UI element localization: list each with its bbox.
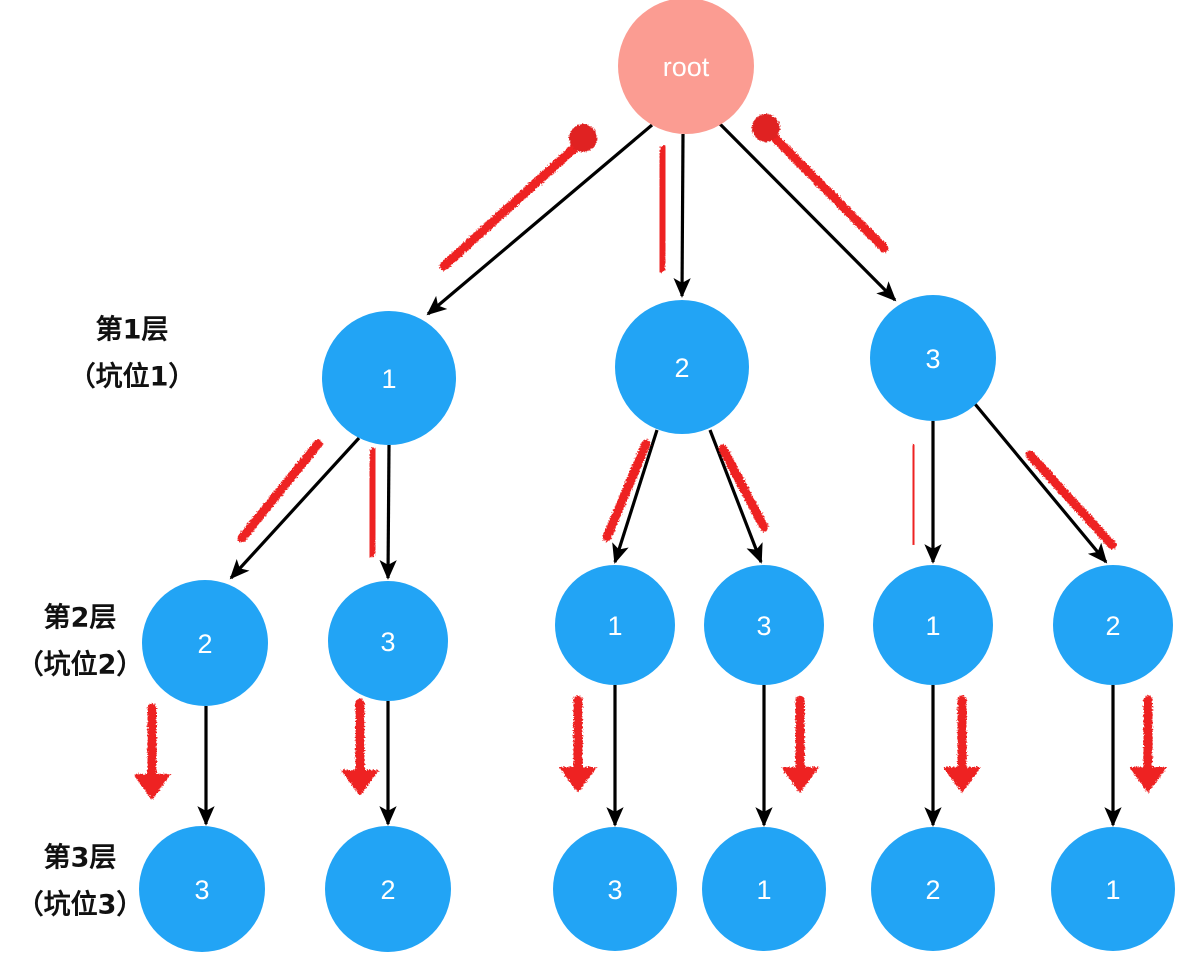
red-annotation-stroke-with-blob bbox=[439, 124, 597, 271]
red-annotation-arrow bbox=[341, 698, 379, 796]
node-circle bbox=[322, 311, 456, 445]
tier-label-line1: 第2层 bbox=[44, 602, 117, 634]
tree-node[interactable]: 3 bbox=[704, 565, 824, 685]
node-label: 2 bbox=[197, 629, 212, 659]
node-circle bbox=[328, 581, 448, 701]
root-node[interactable]: root bbox=[618, 0, 754, 134]
red-annotation-stroke bbox=[602, 439, 651, 542]
node-label: 3 bbox=[925, 344, 940, 374]
red-annotation-stroke-with-blob bbox=[752, 114, 889, 253]
tree-node[interactable]: 3 bbox=[139, 826, 265, 952]
red-annotation-arrow bbox=[943, 695, 981, 793]
tree-node[interactable]: 3 bbox=[328, 581, 448, 701]
node-label: 2 bbox=[1105, 611, 1120, 641]
edges-group bbox=[197, 122, 1122, 827]
red-annotation-arrow bbox=[133, 703, 171, 800]
tree-edge bbox=[718, 122, 897, 302]
node-label: 2 bbox=[674, 353, 689, 383]
red-annotation-arrow bbox=[559, 695, 597, 793]
tree-node[interactable]: 1 bbox=[322, 311, 456, 445]
node-circle bbox=[1053, 565, 1173, 685]
tier-label-line1: 第3层 bbox=[44, 842, 117, 874]
node-circle bbox=[873, 565, 993, 685]
tree-node[interactable]: 3 bbox=[553, 827, 677, 951]
node-label: 1 bbox=[381, 364, 396, 394]
red-annotation-stroke bbox=[1025, 450, 1117, 550]
red-annotation-stroke bbox=[237, 439, 323, 543]
tier-label-2: 第2层 （坑位2） bbox=[17, 602, 144, 681]
node-label: 3 bbox=[607, 875, 622, 905]
tree-node[interactable]: 1 bbox=[702, 827, 826, 951]
node-label: root bbox=[663, 52, 710, 82]
node-circle bbox=[139, 826, 265, 952]
tree-node[interactable]: 2 bbox=[1053, 565, 1173, 685]
node-label: 3 bbox=[194, 875, 209, 905]
node-circle bbox=[870, 295, 996, 421]
tier-label-line2: （坑位2） bbox=[17, 649, 144, 681]
tree-edge bbox=[973, 402, 1108, 564]
nodes-group: root 1 2 3 2 3 1 3 1 2 3 2 3 1 2 1 bbox=[139, 0, 1175, 952]
tier-label-3: 第3层 （坑位3） bbox=[17, 842, 144, 921]
node-label: 2 bbox=[380, 875, 395, 905]
red-annotation-stroke bbox=[366, 447, 379, 558]
tree-edge bbox=[708, 429, 763, 564]
node-circle bbox=[142, 580, 268, 706]
node-label: 1 bbox=[756, 875, 771, 905]
node-label: 1 bbox=[607, 611, 622, 641]
tier-label-line2: （坑位3） bbox=[17, 889, 144, 921]
node-circle bbox=[615, 300, 749, 434]
node-circle bbox=[1051, 827, 1175, 951]
tree-node[interactable]: 2 bbox=[142, 580, 268, 706]
tree-node[interactable]: 2 bbox=[871, 827, 995, 951]
node-circle bbox=[704, 565, 824, 685]
node-circle bbox=[702, 827, 826, 951]
tree-node[interactable]: 1 bbox=[555, 565, 675, 685]
tree-edge bbox=[426, 123, 654, 316]
node-label: 3 bbox=[756, 611, 771, 641]
tree-node[interactable]: 1 bbox=[873, 565, 993, 685]
node-label: 2 bbox=[925, 875, 940, 905]
red-annotations-group bbox=[133, 114, 1167, 800]
node-circle bbox=[555, 565, 675, 685]
tree-edge bbox=[229, 436, 361, 580]
node-label: 3 bbox=[380, 627, 395, 657]
tier-labels-group: 第1层 （坑位1） 第2层 （坑位2） 第3层 （坑位3） bbox=[17, 314, 196, 921]
root-circle bbox=[618, 0, 754, 134]
red-annotation-arrow bbox=[781, 695, 819, 793]
red-annotation-arrow bbox=[1129, 695, 1167, 793]
tree-node[interactable]: 1 bbox=[1051, 827, 1175, 951]
tree-edge bbox=[379, 444, 397, 580]
red-annotation-stroke bbox=[908, 444, 919, 546]
red-annotation-stroke bbox=[656, 145, 669, 273]
tree-edge bbox=[612, 429, 659, 564]
tier-label-line1: 第1层 bbox=[96, 314, 169, 346]
node-circle bbox=[553, 827, 677, 951]
red-annotation-stroke bbox=[718, 444, 769, 532]
tier-label-1: 第1层 （坑位1） bbox=[69, 314, 196, 393]
node-label: 1 bbox=[1105, 875, 1120, 905]
tree-node[interactable]: 2 bbox=[615, 300, 749, 434]
tier-label-line2: （坑位1） bbox=[69, 361, 196, 393]
tree-node[interactable]: 3 bbox=[870, 295, 996, 421]
tree-node[interactable]: 2 bbox=[325, 826, 451, 952]
node-label: 1 bbox=[925, 611, 940, 641]
node-circle bbox=[325, 826, 451, 952]
node-circle bbox=[871, 827, 995, 951]
tree-edge bbox=[673, 133, 691, 298]
